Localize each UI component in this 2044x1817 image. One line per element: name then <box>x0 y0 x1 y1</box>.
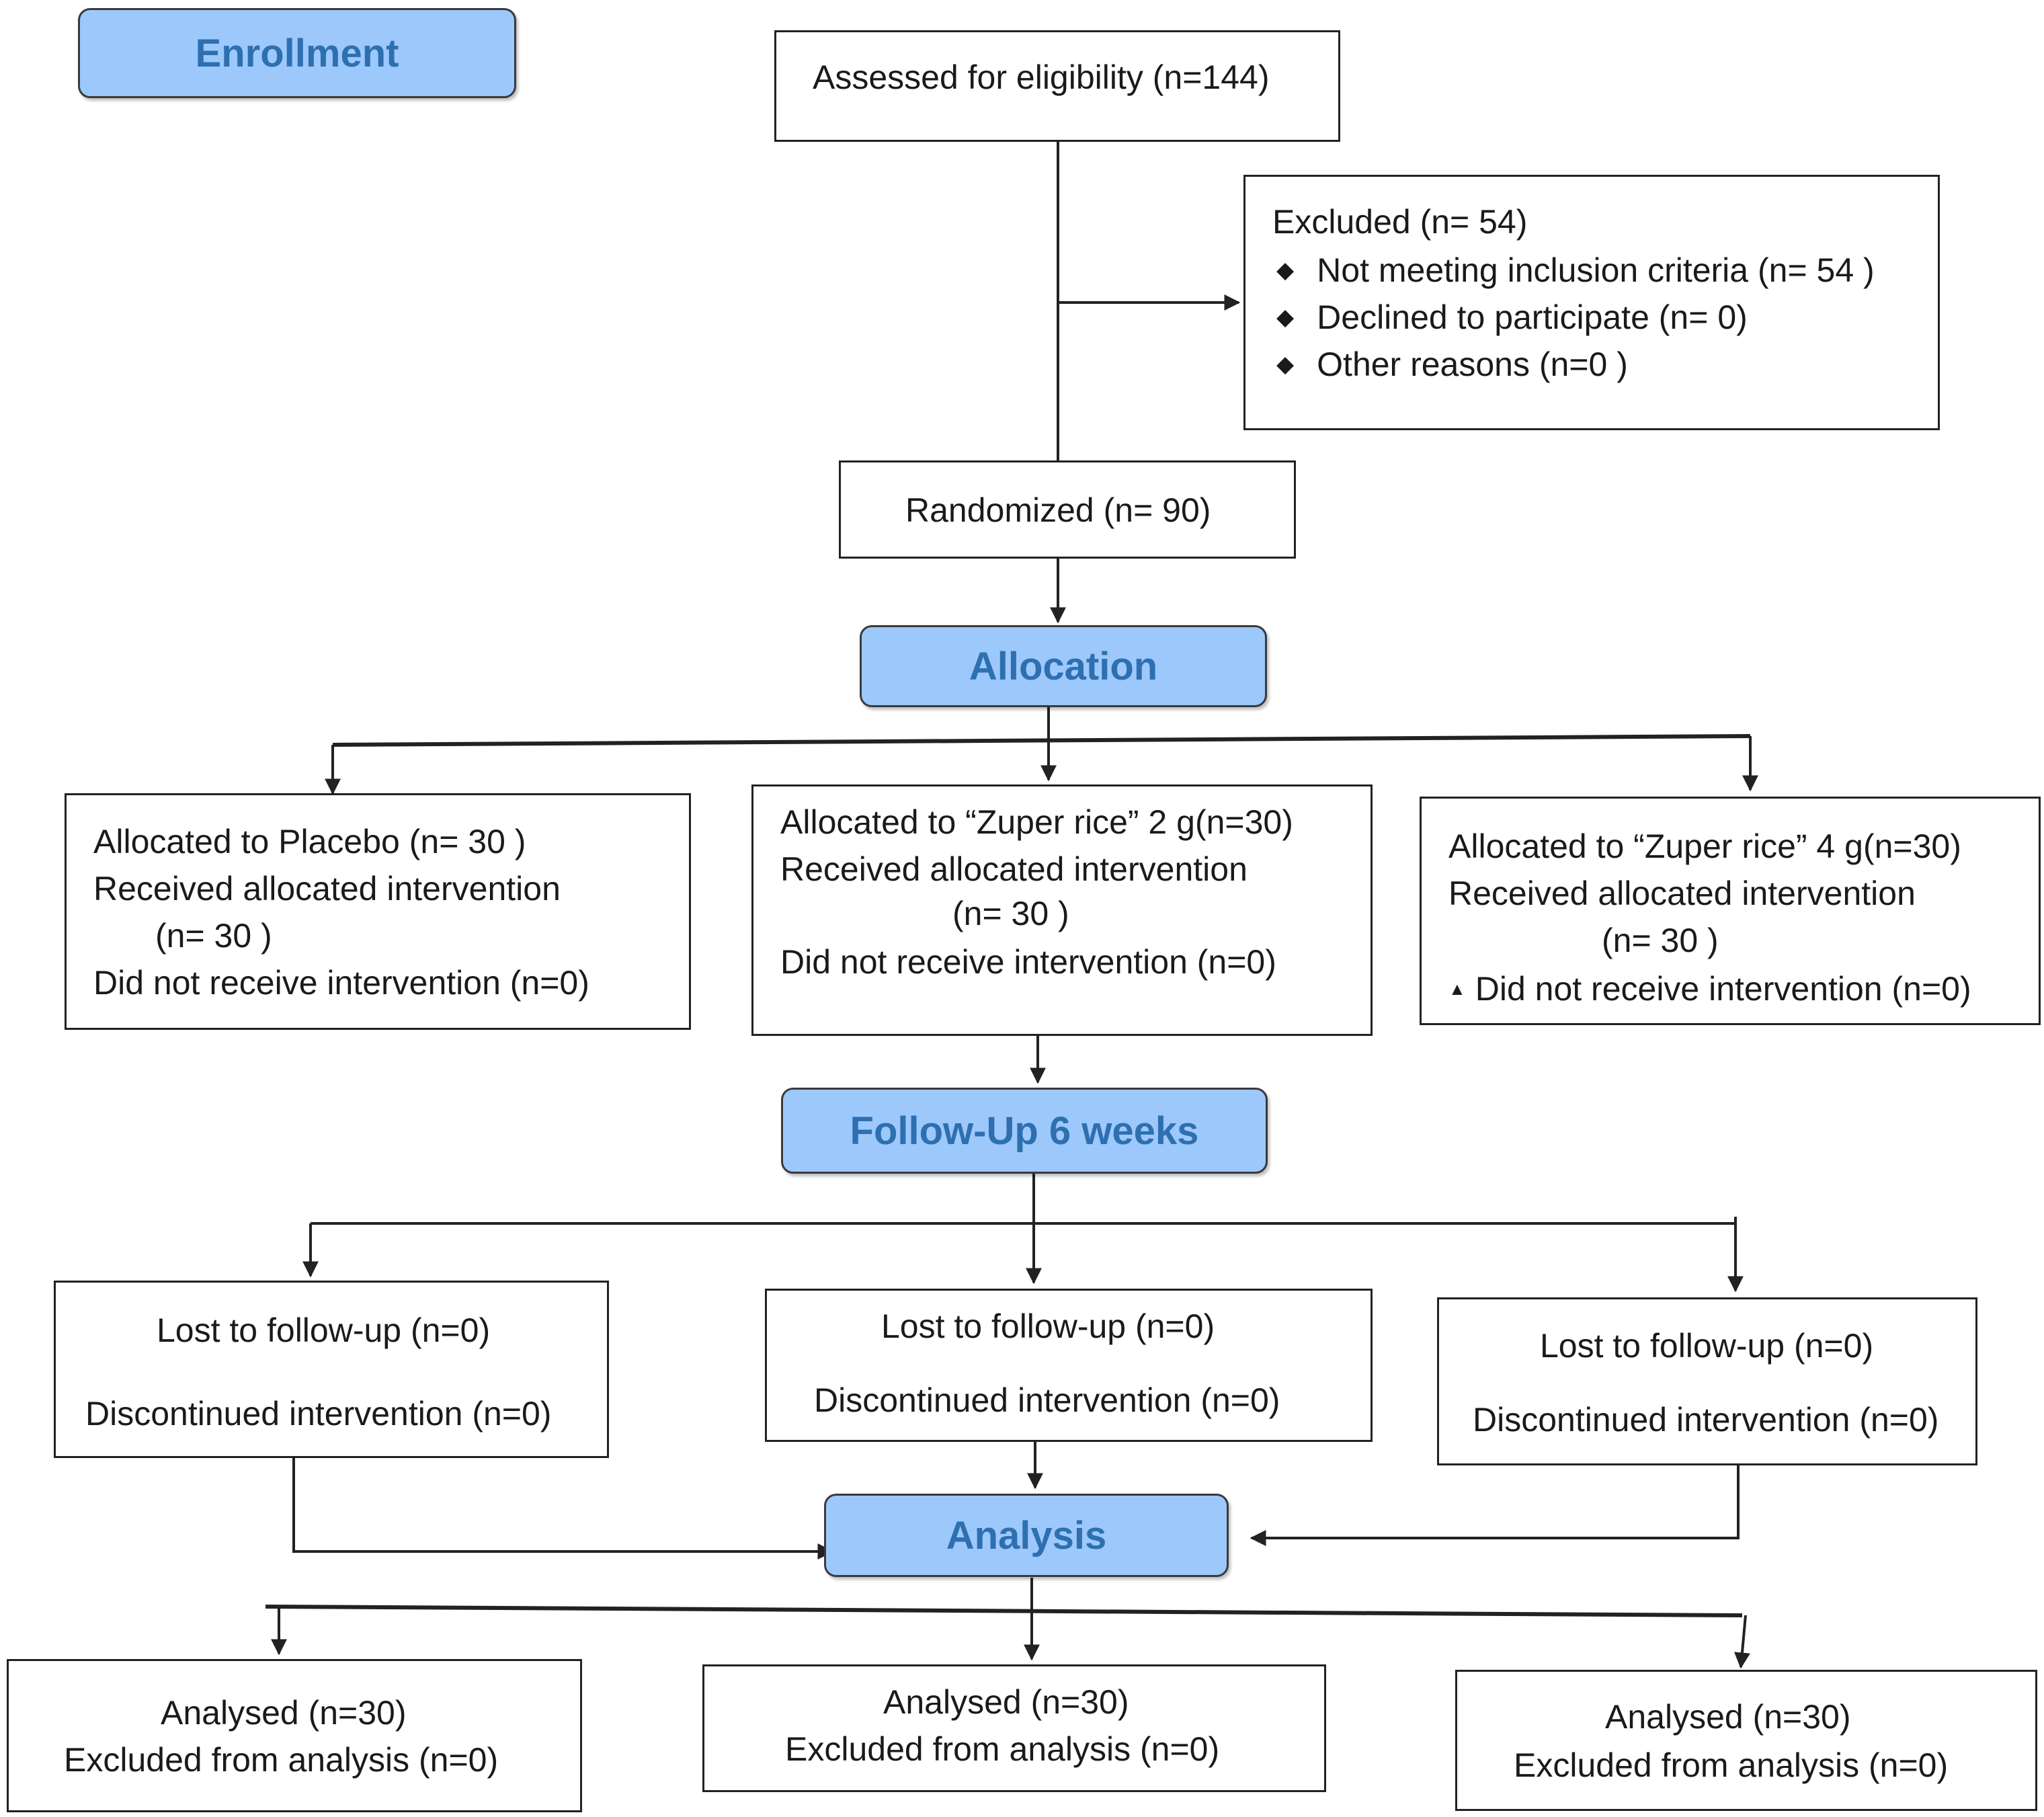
excluded-box: Excluded (n= 54) ◆ Not meeting inclusion … <box>1243 175 1940 430</box>
received-count-text: (n= 30 ) <box>1602 922 1719 959</box>
right-to-analysis-arrow <box>1250 1465 1740 1546</box>
not-received-item: ▲ Did not receive intervention (n=0) <box>1448 972 1971 1006</box>
analysed-text: Analysed (n=30) <box>1605 1698 1851 1736</box>
followup-box-zuper-4g: Lost to follow-up (n=0) Discontinued int… <box>1437 1297 1977 1465</box>
received-text: Received allocated intervention <box>93 870 561 907</box>
not-received-text: Did not receive intervention (n=0) <box>780 943 1276 981</box>
excluded-analysis-text: Excluded from analysis (n=0) <box>1514 1746 1949 1784</box>
discontinued-text: Discontinued intervention (n=0) <box>85 1395 552 1432</box>
received-count-text: (n= 30 ) <box>952 895 1069 932</box>
excluded-reason-text: Other reasons (n=0 ) <box>1317 346 1628 383</box>
allocation-box-placebo: Allocated to Placebo (n= 30 ) Received a… <box>65 793 691 1030</box>
followup-box-placebo: Lost to follow-up (n=0) Discontinued int… <box>54 1281 609 1458</box>
allocated-text: Allocated to Placebo (n= 30 ) <box>93 823 526 860</box>
excluded-reason-item: ◆ Other reasons (n=0 ) <box>1276 348 1628 381</box>
randomized-text: Randomized (n= 90) <box>905 491 1211 529</box>
bullet-icon: ◆ <box>1276 257 1295 283</box>
discontinued-text: Discontinued intervention (n=0) <box>1473 1401 1939 1439</box>
analysed-text: Analysed (n=30) <box>161 1694 407 1732</box>
excluded-title: Excluded (n= 54) <box>1272 203 1528 241</box>
bullet-icon: ◆ <box>1276 304 1295 330</box>
enrollment-stage-label: Enrollment <box>78 8 516 98</box>
not-received-text: Did not receive intervention (n=0) <box>1475 970 1971 1008</box>
bullet-icon: ▲ <box>1448 978 1466 999</box>
not-received-text: Did not receive intervention (n=0) <box>93 964 589 1002</box>
received-text: Received allocated intervention <box>1448 875 1916 912</box>
analysis-split-line <box>265 1605 1743 1617</box>
followup-stage-label: Follow-Up 6 weeks <box>781 1088 1268 1174</box>
analysis-stage-label: Analysis <box>824 1494 1229 1577</box>
analysis-box-zuper-4g: Analysed (n=30) Excluded from analysis (… <box>1455 1670 2037 1811</box>
bullet-icon: ◆ <box>1276 351 1295 377</box>
assessed-text: Assessed for eligibility (n=144) <box>813 58 1270 96</box>
allocated-text: Allocated to “Zuper rice” 4 g(n=30) <box>1448 827 1961 865</box>
analysed-text: Analysed (n=30) <box>883 1683 1129 1721</box>
discontinued-text: Discontinued intervention (n=0) <box>814 1381 1280 1419</box>
excluded-reason-text: Not meeting inclusion criteria (n= 54 ) <box>1317 251 1875 289</box>
allocation-box-zuper-2g: Allocated to “Zuper rice” 2 g(n=30) Rece… <box>751 784 1373 1036</box>
allocated-text: Allocated to “Zuper rice” 2 g(n=30) <box>780 803 1293 841</box>
allocation-split-line <box>332 734 1751 747</box>
excluded-analysis-text: Excluded from analysis (n=0) <box>64 1741 499 1779</box>
analysis-box-placebo: Analysed (n=30) Excluded from analysis (… <box>7 1659 582 1812</box>
lost-text: Lost to follow-up (n=0) <box>157 1311 491 1349</box>
lost-text: Lost to follow-up (n=0) <box>1540 1327 1874 1365</box>
received-text: Received allocated intervention <box>780 850 1248 888</box>
left-to-analysis-arrow <box>292 1457 834 1560</box>
analysis-right-arrow <box>1734 1615 1750 1669</box>
analysis-box-zuper-2g: Analysed (n=30) Excluded from analysis (… <box>702 1664 1326 1792</box>
excluded-analysis-text: Excluded from analysis (n=0) <box>785 1730 1220 1768</box>
allocation-stage-label: Allocation <box>860 625 1267 707</box>
allocation-box-zuper-4g: Allocated to “Zuper rice” 4 g(n=30) Rece… <box>1420 797 2041 1025</box>
excluded-reason-text: Declined to participate (n= 0) <box>1317 298 1748 336</box>
excluded-reason-item: ◆ Not meeting inclusion criteria (n= 54 ) <box>1276 253 1875 287</box>
excluded-reason-item: ◆ Declined to participate (n= 0) <box>1276 300 1748 334</box>
randomized-box: Randomized (n= 90) <box>839 460 1296 559</box>
lost-text: Lost to follow-up (n=0) <box>881 1307 1215 1345</box>
followup-box-zuper-2g: Lost to follow-up (n=0) Discontinued int… <box>765 1289 1373 1442</box>
received-count-text: (n= 30 ) <box>155 917 272 955</box>
assessed-box: Assessed for eligibility (n=144) <box>774 30 1340 142</box>
